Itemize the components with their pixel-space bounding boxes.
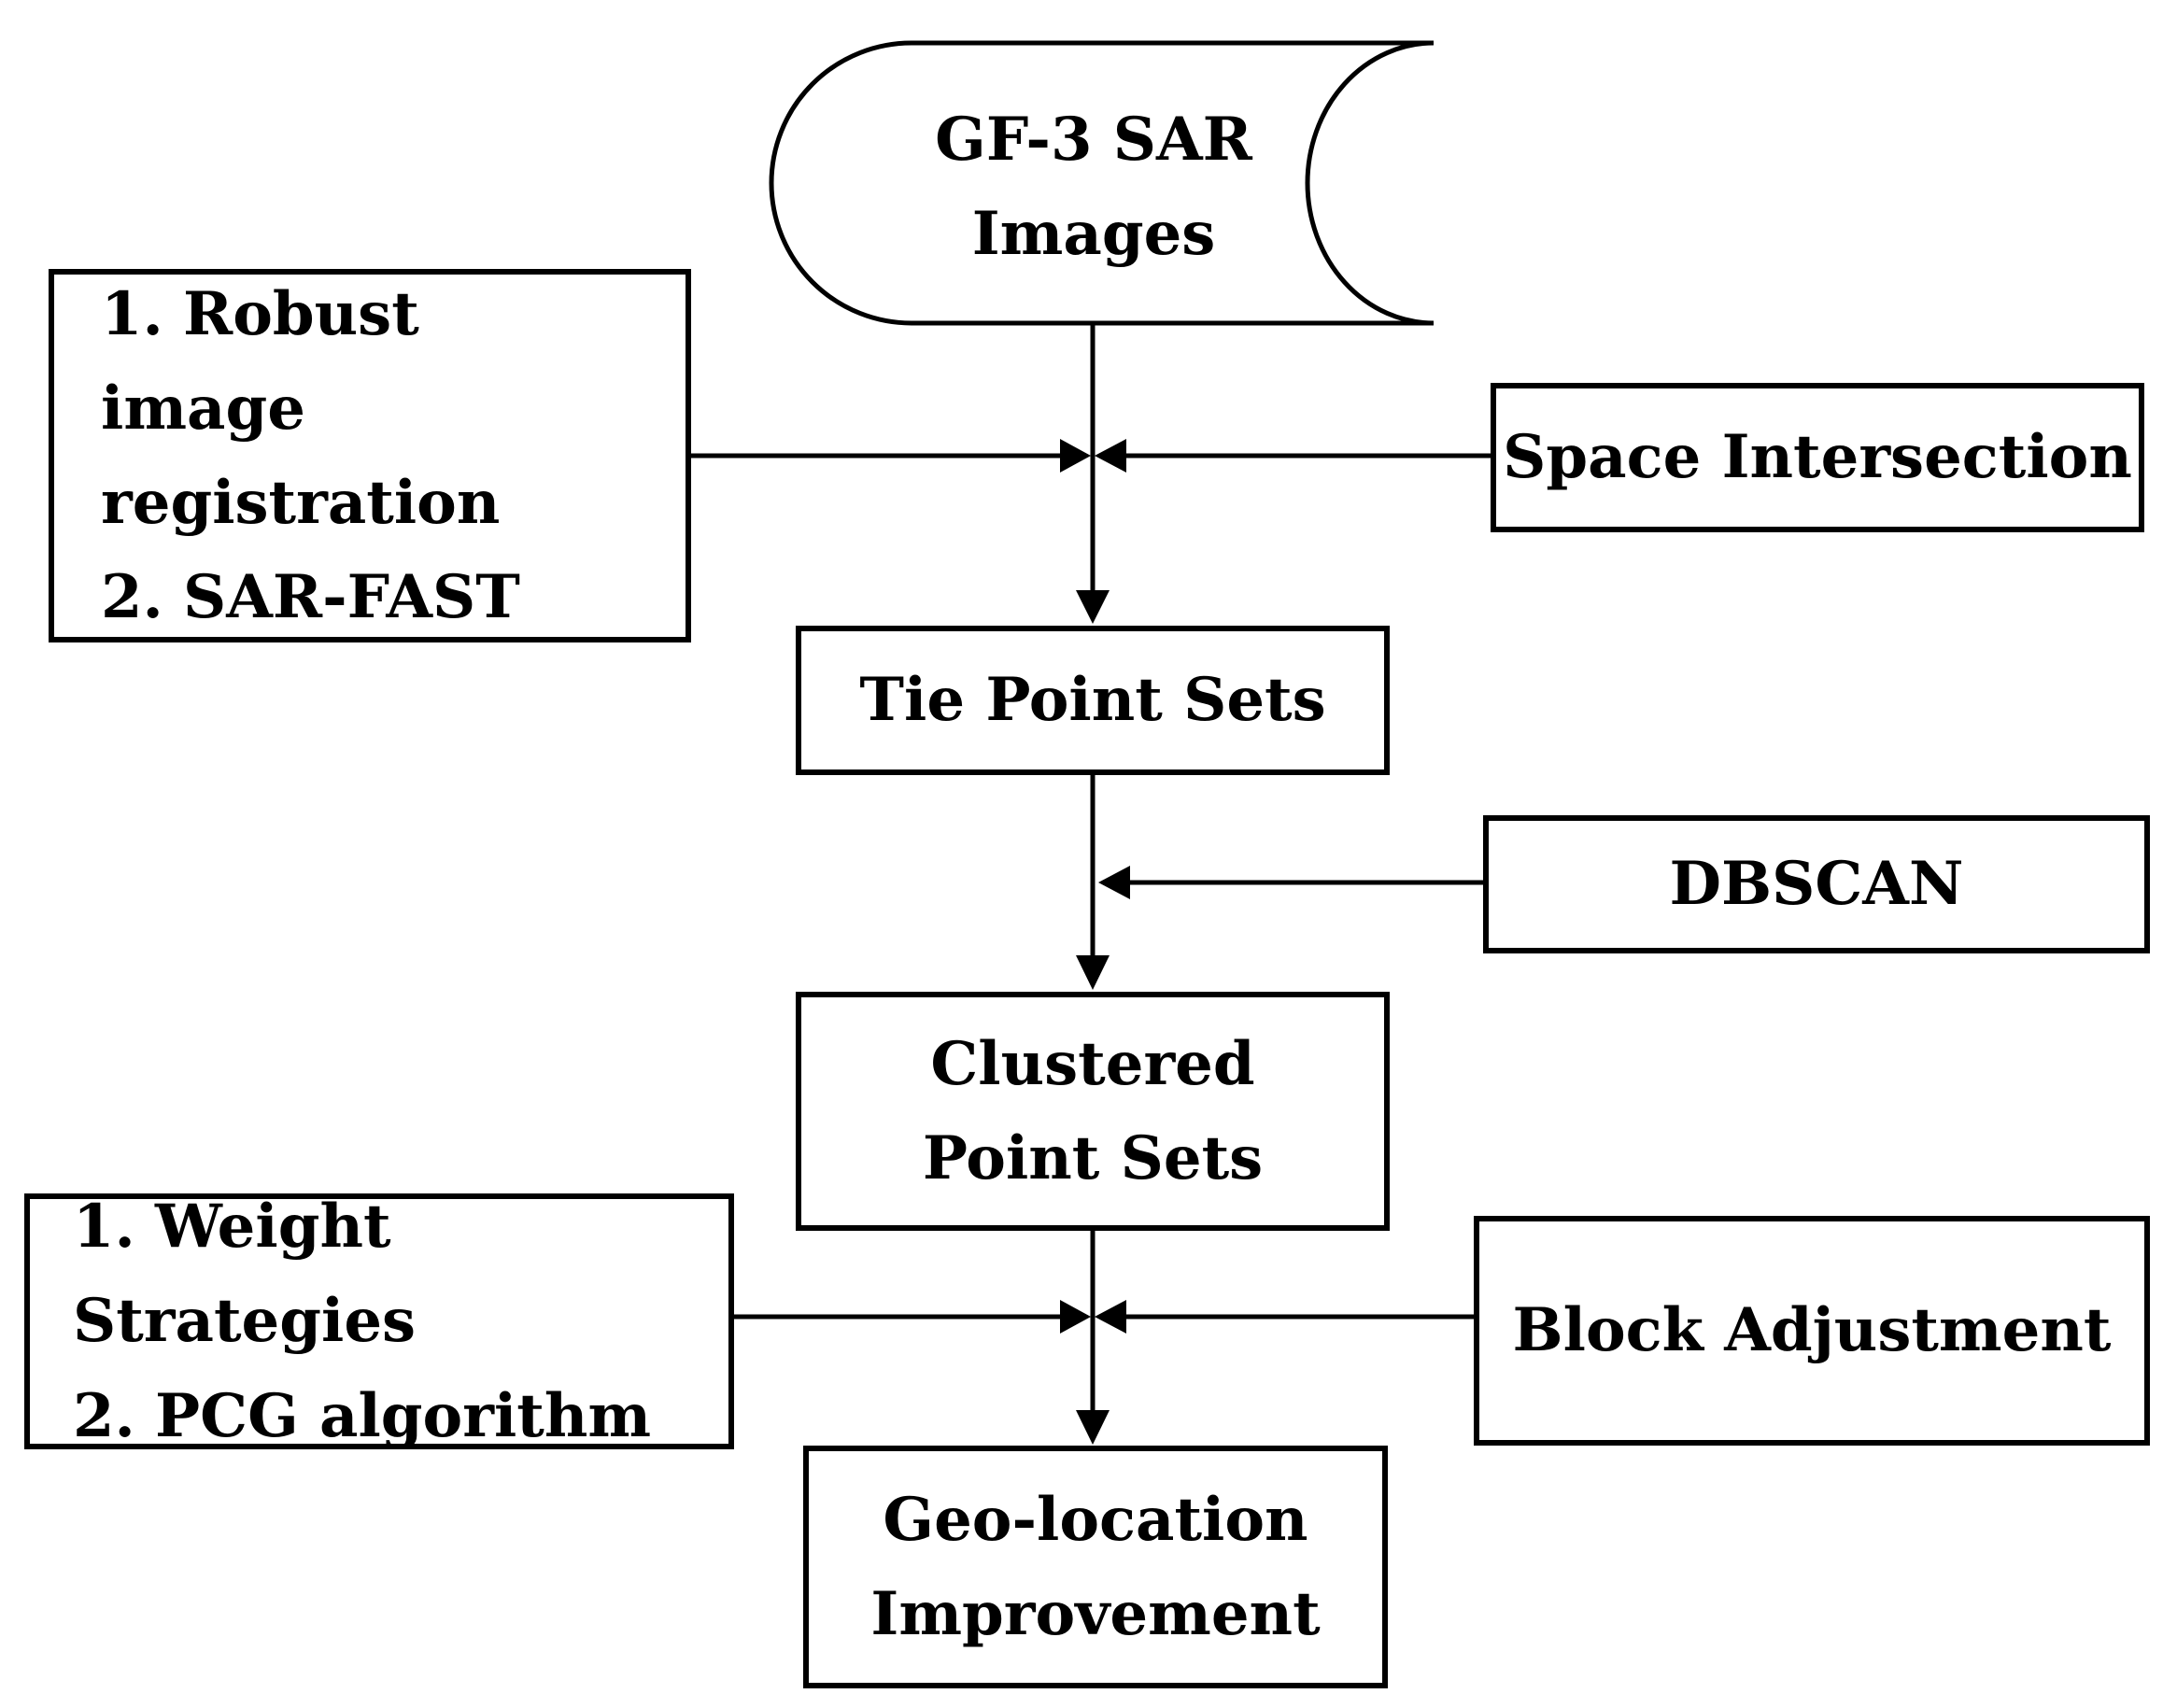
- source-line1: GF-3 SAR: [935, 104, 1252, 175]
- dbscan-label: DBSCAN: [1669, 849, 1964, 920]
- arrowhead-block-adjustment: [1095, 1300, 1126, 1334]
- block-adjustment-label: Block Adjustment: [1512, 1295, 2112, 1366]
- geo-location-line2: Improvement: [870, 1579, 1321, 1649]
- registration-box: 1. Robust image registration 2. SAR-FAST: [49, 269, 691, 642]
- weights-item-number: 2.: [73, 1380, 135, 1451]
- registration-item: 1. Robust image registration: [101, 267, 549, 550]
- weights-item-text: Weight Strategies: [73, 1192, 417, 1357]
- source-node: GF-3 SAR Images: [912, 65, 1276, 308]
- arrowhead-dbscan: [1098, 866, 1130, 899]
- weights-item: 1.Weight Strategies: [73, 1179, 728, 1368]
- registration-item-text: SAR-FAST: [183, 562, 520, 633]
- block-adjustment-box: Block Adjustment: [1474, 1216, 2150, 1446]
- arrowhead-clustered: [1076, 955, 1110, 990]
- registration-item-number: 1.: [101, 278, 163, 349]
- clustered-point-sets-box: Clustered Point Sets: [796, 992, 1390, 1231]
- geo-location-improvement-box: Geo-location Improvement: [803, 1446, 1388, 1688]
- tie-point-sets-box: Tie Point Sets: [796, 626, 1390, 775]
- geo-location-line1: Geo-location: [883, 1484, 1308, 1555]
- registration-item-number: 2.: [101, 562, 163, 633]
- weights-list: 1.Weight Strategies 2. PCG algorithm: [73, 1179, 728, 1462]
- source-line2: Images: [971, 199, 1216, 269]
- weights-box: 1.Weight Strategies 2. PCG algorithm: [24, 1192, 734, 1451]
- arrowhead-tie: [1076, 590, 1110, 624]
- dbscan-box: DBSCAN: [1483, 815, 2150, 953]
- arrowhead-space-intersection: [1095, 439, 1126, 473]
- arrowhead-registration: [1060, 439, 1091, 473]
- clustered-line1: Clustered: [930, 1028, 1255, 1099]
- registration-item-text: Robust image registration: [101, 278, 501, 538]
- space-intersection-label: Space Intersection: [1503, 422, 2132, 493]
- registration-item: 2. SAR-FAST: [101, 550, 549, 644]
- source-data-shape: [769, 40, 1435, 326]
- weights-item-number: 1.: [73, 1192, 135, 1263]
- space-intersection-box: Space Intersection: [1491, 383, 2144, 532]
- tie-point-sets-label: Tie Point Sets: [859, 665, 1326, 736]
- registration-list: 1. Robust image registration 2. SAR-FAST: [101, 267, 549, 644]
- weights-item: 2. PCG algorithm: [73, 1369, 728, 1463]
- clustered-line2: Point Sets: [922, 1123, 1264, 1193]
- arrowhead-weights: [1060, 1300, 1091, 1334]
- arrowhead-geo: [1076, 1410, 1110, 1445]
- weights-item-text: PCG algorithm: [155, 1380, 652, 1451]
